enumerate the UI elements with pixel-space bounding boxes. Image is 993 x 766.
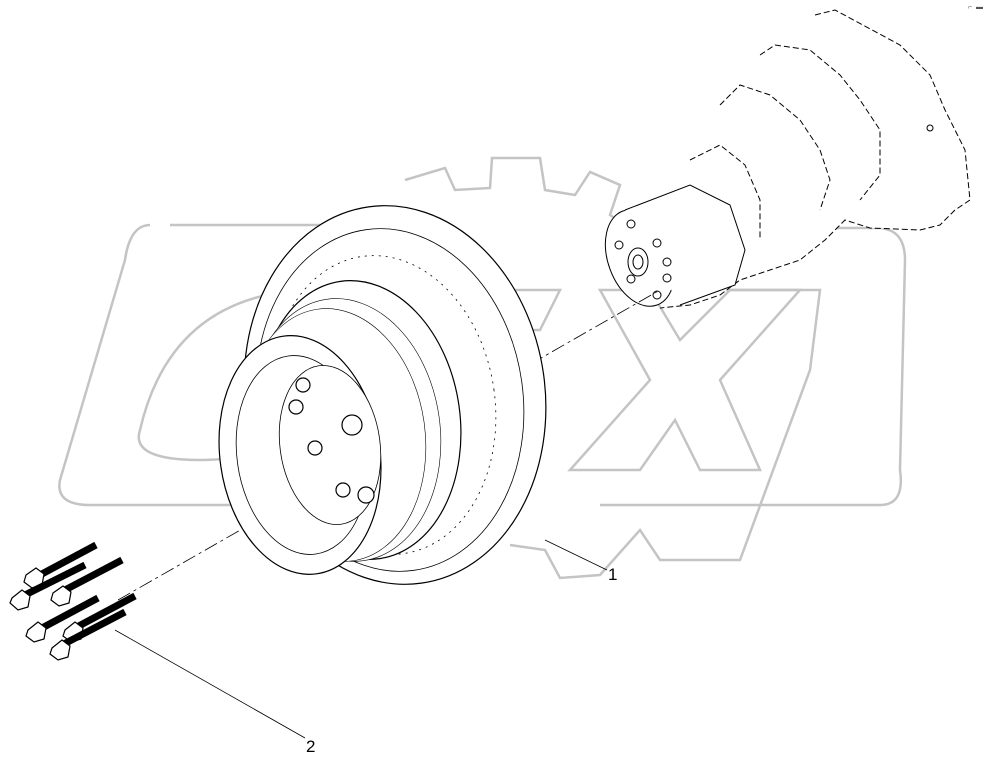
crankshaft-flange: [604, 124, 934, 307]
leader-line-1: [544, 539, 608, 571]
damper-pulley: [218, 205, 547, 585]
callout-1[interactable]: 1: [608, 565, 618, 584]
callout-2[interactable]: 2: [306, 737, 316, 756]
leader-line-2: [114, 629, 306, 739]
bolt-set: [9, 541, 137, 661]
corner-mark: ⌐ ▬: [968, 4, 985, 11]
